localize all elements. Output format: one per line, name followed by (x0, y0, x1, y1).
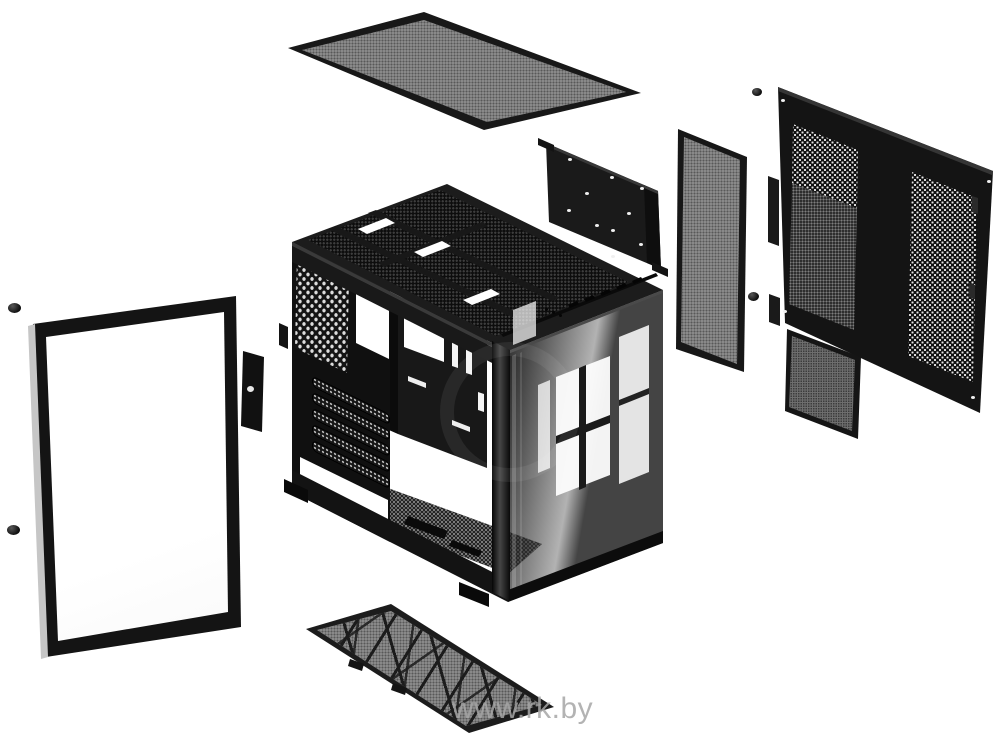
thumbscrew (752, 88, 762, 96)
bracket-screw-hole (610, 176, 614, 179)
panel-screw-hole (971, 396, 975, 399)
bracket-screw-hole (567, 209, 571, 212)
thumbscrew (7, 525, 20, 535)
io-led-dot (545, 308, 548, 311)
io-led-dot (559, 314, 562, 317)
bracket-screw-hole (627, 212, 631, 215)
panel-screw-hole (781, 99, 785, 102)
bracket-screw-hole (568, 158, 572, 161)
panel-screw-hole (987, 180, 991, 183)
watermark: www.rk.by (452, 692, 594, 725)
bracket-screw-hole (585, 192, 589, 195)
io-led-dot (552, 311, 555, 314)
thumbscrew (8, 303, 21, 313)
bracket-screw-hole (639, 243, 643, 246)
bracket-screw-hole (611, 229, 615, 232)
watermark-ring (440, 342, 580, 482)
thumbscrew (748, 292, 759, 301)
panel-screw-hole (783, 310, 787, 313)
bracket-screw-hole (611, 255, 615, 258)
bracket-screw-hole (595, 224, 599, 227)
slot-cover-strip-hole (247, 386, 254, 392)
bracket-screw-hole (640, 187, 644, 190)
